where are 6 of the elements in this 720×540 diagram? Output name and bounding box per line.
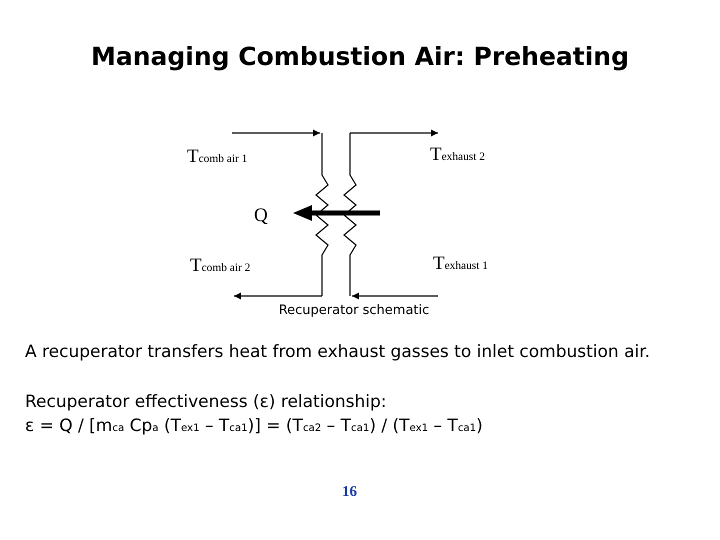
formula-heading: Recuperator effectiveness (ε) relationship: bbox=[25, 392, 386, 412]
slide-title: Managing Combustion Air: Preheating bbox=[90, 42, 630, 71]
description-text: A recuperator transfers heat from exhaust gasses to inlet combustion air. bbox=[25, 342, 650, 362]
heat-flow-label: Q bbox=[254, 205, 268, 227]
page-number: 16 bbox=[342, 484, 357, 501]
figure-caption: Recuperator schematic bbox=[278, 303, 430, 318]
